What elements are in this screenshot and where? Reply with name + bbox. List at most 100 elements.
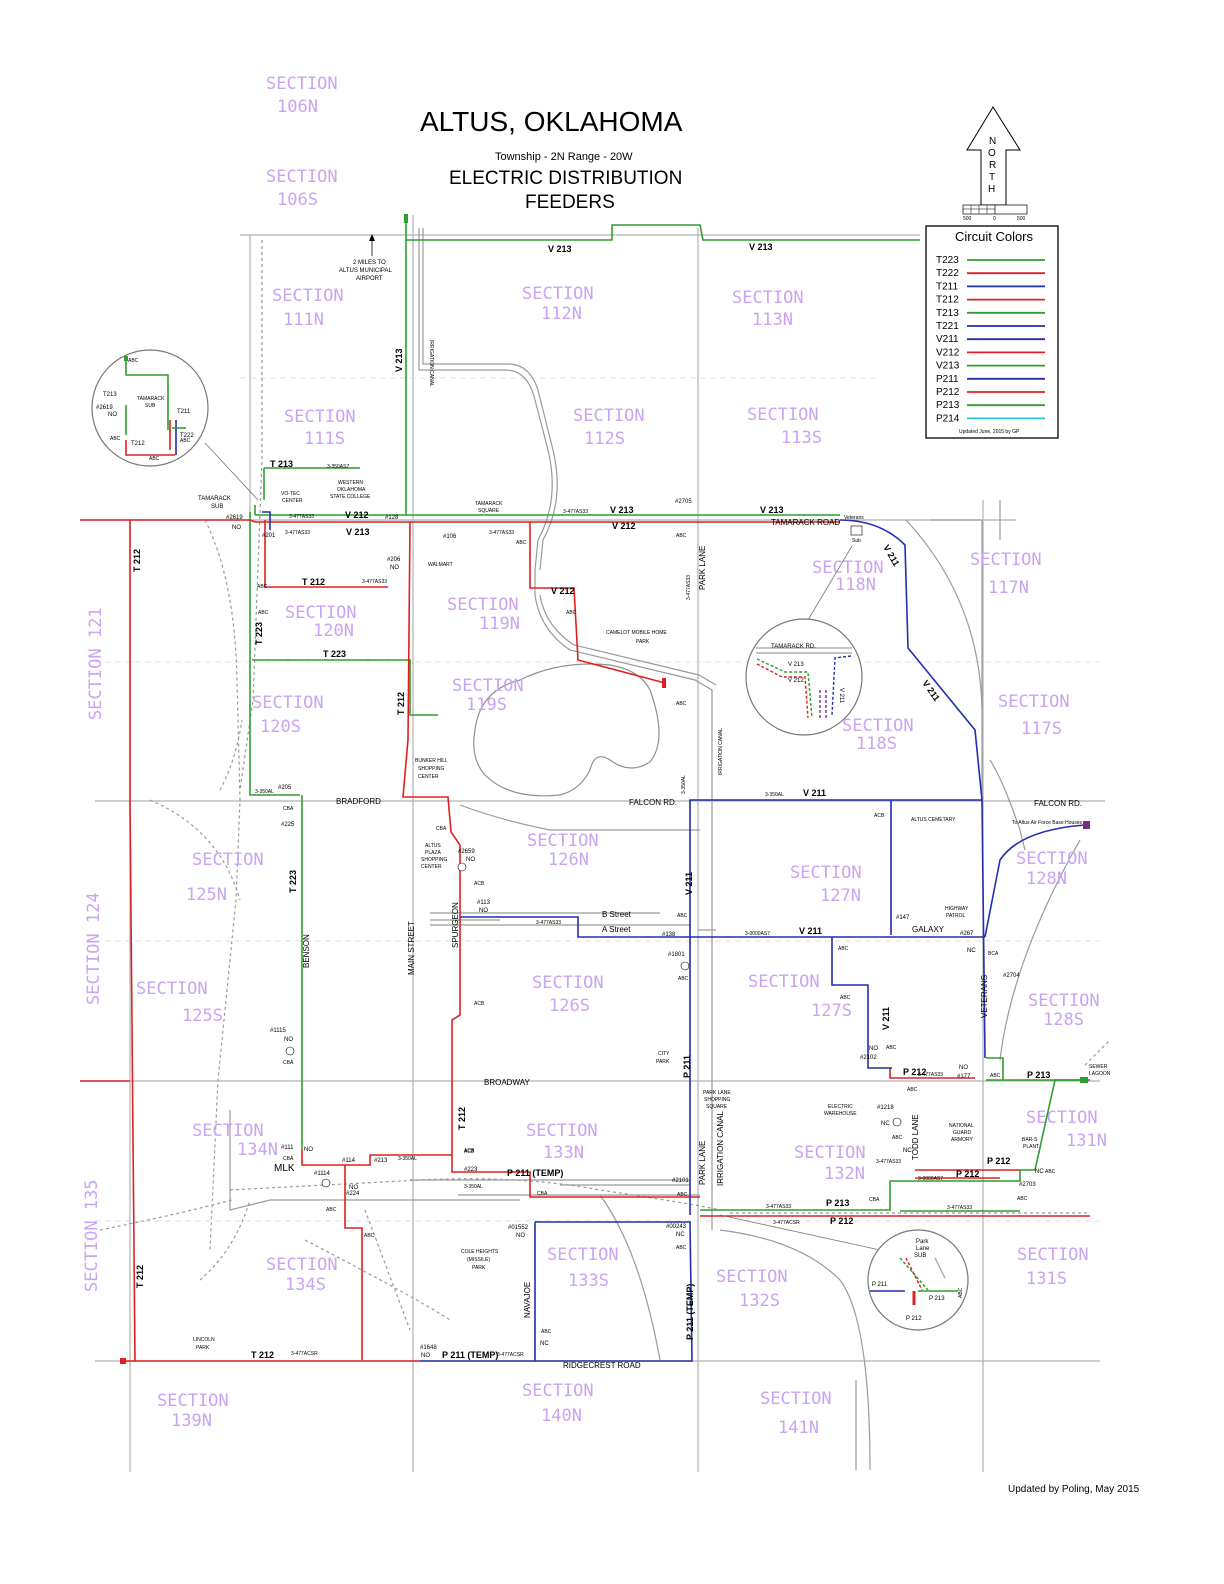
section-133n-number: 133N [543,1143,584,1163]
legend-item-label: T213 [936,308,959,319]
green-feeders [249,215,1090,1212]
conductor-label: 3-0000AS7 [745,931,770,937]
conductor-label: 3-477AS33 [489,530,514,536]
section-139n-label: SECTION [157,1391,229,1411]
section-141n-label: SECTION [760,1389,832,1409]
altus-plaza-label: ALTUS [425,843,441,849]
feeder-p212-label: P 212 [987,1156,1010,1166]
north-letter-o: O [988,148,996,159]
section-128s-label: SECTION [1028,991,1100,1011]
section-140n-number: 140N [541,1406,582,1426]
legend-item-label: P211 [936,374,959,385]
section-120s-number: 120S [260,717,301,737]
todd-lane-label: TODD LANE [911,1114,920,1160]
irrigation-canal-north-label: IRRIGATION CANAL [428,340,434,387]
section-127n-label: SECTION [790,863,862,883]
phase-label: ACB [474,1001,485,1007]
section-131s-label: SECTION [1017,1245,1089,1265]
phase-label: CBA [283,1156,294,1162]
section-126s-number: 126S [549,996,590,1016]
feeder-v213-label: V 213 [346,527,370,537]
feeder-t212-label: T 212 [135,1265,145,1288]
section-117s-number: 117S [1021,719,1062,739]
camelot-label: PARK [636,639,650,645]
legend-item-label: T223 [936,255,959,266]
switch-267-label: #267 [960,931,974,937]
meter-icon [321,1178,331,1188]
section-106s-number: 106S [277,190,318,210]
irrigation-canal-south-label: IRRIGATION CANAL [716,1110,725,1186]
switch-223-label: #223 [464,1167,478,1173]
phase-label: ABC [1045,1169,1056,1175]
inset-phase-label: ABC [128,358,139,364]
bunker-hill-label: SHOPPING [418,766,445,772]
phase-label: ABC [516,540,527,546]
legend-item-label: P212 [936,387,960,398]
sub-label: Sub [852,538,861,544]
inset-t213-label: T213 [103,392,117,398]
inset-pl-title: Lane [916,1246,930,1252]
electric-warehouse-label: ELECTRIC [828,1104,853,1110]
north-letter-n: N [989,136,996,147]
north-letter-h: H [988,184,995,195]
phase-label: CBA [537,1191,548,1197]
switch-2102-label: #2102 [860,1055,877,1061]
section-126n-label: SECTION [527,831,599,851]
section-139n-number: 139N [171,1411,212,1431]
scale-right-label: 500 [1017,216,1026,222]
phase-label: ABC [677,913,688,919]
switch-224-label: #224 [346,1191,360,1197]
camelot-label: CAMELOT MOBILE HOME [606,630,667,636]
spurgeon-label: SPURGEON [451,902,460,948]
section-141n-number: 141N [778,1418,819,1438]
switch-state-label: NO [390,565,399,571]
switch-206-label: #206 [387,557,401,563]
section-127s-label: SECTION [748,972,820,992]
inset-sub-label: SUB [145,403,156,409]
legend-item-label: P214 [936,413,960,424]
feeder-t223-label: T 223 [288,870,298,893]
falcon-road-east-label: FALCON RD. [1034,799,1082,808]
legend-item-label: V213 [936,361,960,372]
phase-label: ABC [678,976,689,982]
inset-sub-label: TAMARACK [137,396,165,402]
switch-state-label: NO [304,1147,313,1153]
blue-feeders [262,511,1086,1362]
section-111s-label: SECTION [284,407,356,427]
wosc-label: OKLAHOMA [337,487,366,493]
lincoln-park-label: PARK [196,1345,210,1351]
switch-1801-label: #1801 [668,952,685,958]
lake [473,663,660,797]
inset-v211-label: V 211 [838,688,844,704]
section-133s-number: 133S [568,1271,609,1291]
feeder-end-marker-purple [1083,821,1090,829]
irrigation-canal-mid-label: IRRIGATION CANAL [718,728,724,775]
section-133s-label: SECTION [547,1245,619,1265]
legend-item-label: V211 [936,334,959,345]
legend-item-label: T221 [936,321,959,332]
section-111n-label: SECTION [272,286,344,306]
feeder-v211-label: V 211 [920,678,941,703]
switch-00243-label: #00243 [666,1224,687,1230]
switch-2619-label: #2619 [226,515,243,521]
meter-icon [680,961,690,971]
walmart-label: WALMART [428,562,453,568]
legend-item-label: P213 [936,400,960,411]
legend-item-label: T212 [936,295,959,306]
feeder-p211-label: P 211 [682,1055,692,1078]
feeder-v213-label: V 213 [749,242,773,252]
legend-updated: Updated June, 2015 by GP [959,429,1020,435]
quarter-lines [95,377,1100,1222]
feeder-end-marker-east [1080,1077,1088,1083]
switch-205-label: #205 [278,785,292,791]
phase-label: ABC [676,1245,687,1251]
switch-2101-label: #2101 [672,1178,689,1184]
phase-label: ABC [892,1135,903,1141]
phase-label: ACB [874,813,885,819]
section-140n-label: SECTION [522,1381,594,1401]
lincoln-park-label: LINCOLN [193,1337,215,1343]
feeder-t212-label: T 212 [302,577,325,587]
feeder-p211-temp-label: P 211 (TEMP) [685,1284,695,1340]
switch-state-label: NO [466,857,475,863]
section-128s-number: 128S [1043,1010,1084,1030]
